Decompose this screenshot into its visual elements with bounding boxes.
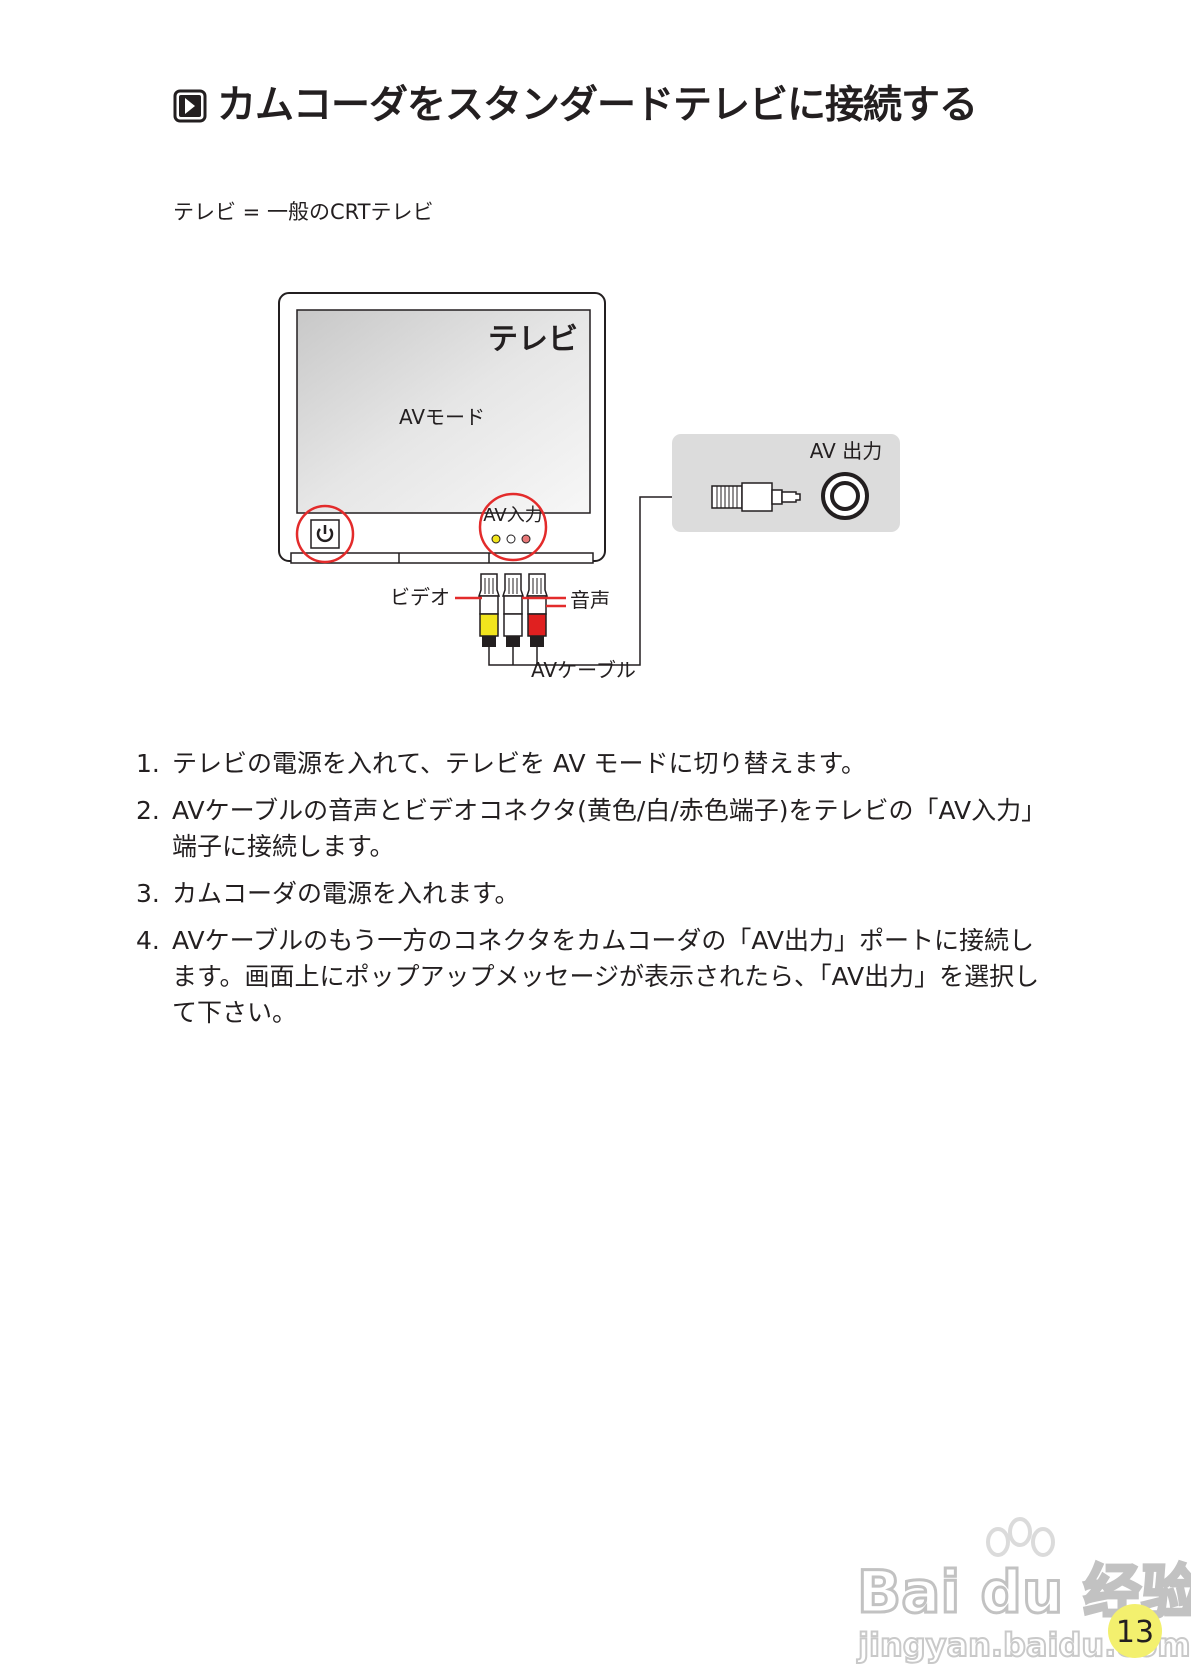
step-number: 1. bbox=[136, 749, 160, 778]
red-audio-jack bbox=[521, 534, 531, 544]
chevron-right-icon bbox=[173, 89, 207, 122]
audio-label: 音声 bbox=[570, 588, 610, 612]
video-plug bbox=[477, 573, 501, 658]
white-audio-plug bbox=[501, 573, 525, 658]
video-jack bbox=[491, 534, 501, 544]
rca-plugs bbox=[477, 496, 712, 666]
paw-icon bbox=[986, 1517, 1055, 1557]
page-number: 13 bbox=[1116, 1615, 1154, 1650]
step-text: テレビの電源を入れて、テレビを AV モードに切り替えます。 bbox=[172, 749, 867, 778]
tv-definition-note: テレビ = 一般のCRTテレビ bbox=[173, 200, 434, 224]
watermark-brand: Bai du 经验 bbox=[857, 1558, 1191, 1626]
av-output-jack bbox=[821, 472, 869, 520]
av-output-plug bbox=[711, 482, 801, 512]
av-input-highlight-ring bbox=[478, 492, 548, 562]
tv-title-label: テレビ bbox=[488, 322, 578, 357]
white-audio-jack bbox=[506, 534, 516, 544]
av-input-label: AV入力 bbox=[483, 505, 542, 526]
av-cable-line bbox=[488, 496, 712, 666]
connection-diagram: テレビ AVモード AV入力 bbox=[278, 292, 900, 682]
av-mode-label: AVモード bbox=[399, 405, 485, 429]
power-icon bbox=[316, 525, 334, 543]
video-label: ビデオ bbox=[390, 585, 450, 609]
step-item: 3. カムコーダの電源を入れます。 bbox=[136, 876, 1056, 912]
step-text: AVケーブルのもう一方のコネクタをカムコーダの「AV出力」ポートに接続します。画… bbox=[172, 926, 1040, 1027]
step-item: 1. テレビの電源を入れて、テレビを AV モードに切り替えます。 bbox=[136, 746, 1056, 782]
step-text: カムコーダの電源を入れます。 bbox=[172, 879, 520, 908]
camcorder-av-output-panel: AV 出力 bbox=[672, 434, 900, 532]
step-text: AVケーブルの音声とビデオコネクタ(黄色/白/赤色端子)をテレビの「AV入力」端… bbox=[172, 796, 1047, 861]
red-audio-plug bbox=[525, 573, 549, 658]
tv-set: テレビ AVモード AV入力 bbox=[278, 292, 606, 564]
av-output-label: AV 出力 bbox=[810, 439, 882, 463]
av-cable-label: AVケーブル bbox=[531, 658, 636, 682]
step-number: 3. bbox=[136, 879, 160, 908]
step-item: 2. AVケーブルの音声とビデオコネクタ(黄色/白/赤色端子)をテレビの「AV入… bbox=[136, 793, 1056, 865]
step-number: 2. bbox=[136, 796, 160, 825]
page-heading: カムコーダをスタンダードテレビに接続する bbox=[173, 83, 978, 128]
power-highlight-ring bbox=[295, 504, 355, 564]
instruction-steps: 1. テレビの電源を入れて、テレビを AV モードに切り替えます。 2. AVケ… bbox=[136, 746, 1056, 1042]
step-number: 4. bbox=[136, 926, 160, 955]
page-title: カムコーダをスタンダードテレビに接続する bbox=[217, 83, 978, 128]
step-item: 4. AVケーブルのもう一方のコネクタをカムコーダの「AV出力」ポートに接続しま… bbox=[136, 923, 1056, 1031]
tv-screen bbox=[296, 309, 591, 514]
page-number-badge bbox=[1108, 1604, 1162, 1658]
watermark-url: jingyan.baidu.com bbox=[856, 1626, 1191, 1664]
